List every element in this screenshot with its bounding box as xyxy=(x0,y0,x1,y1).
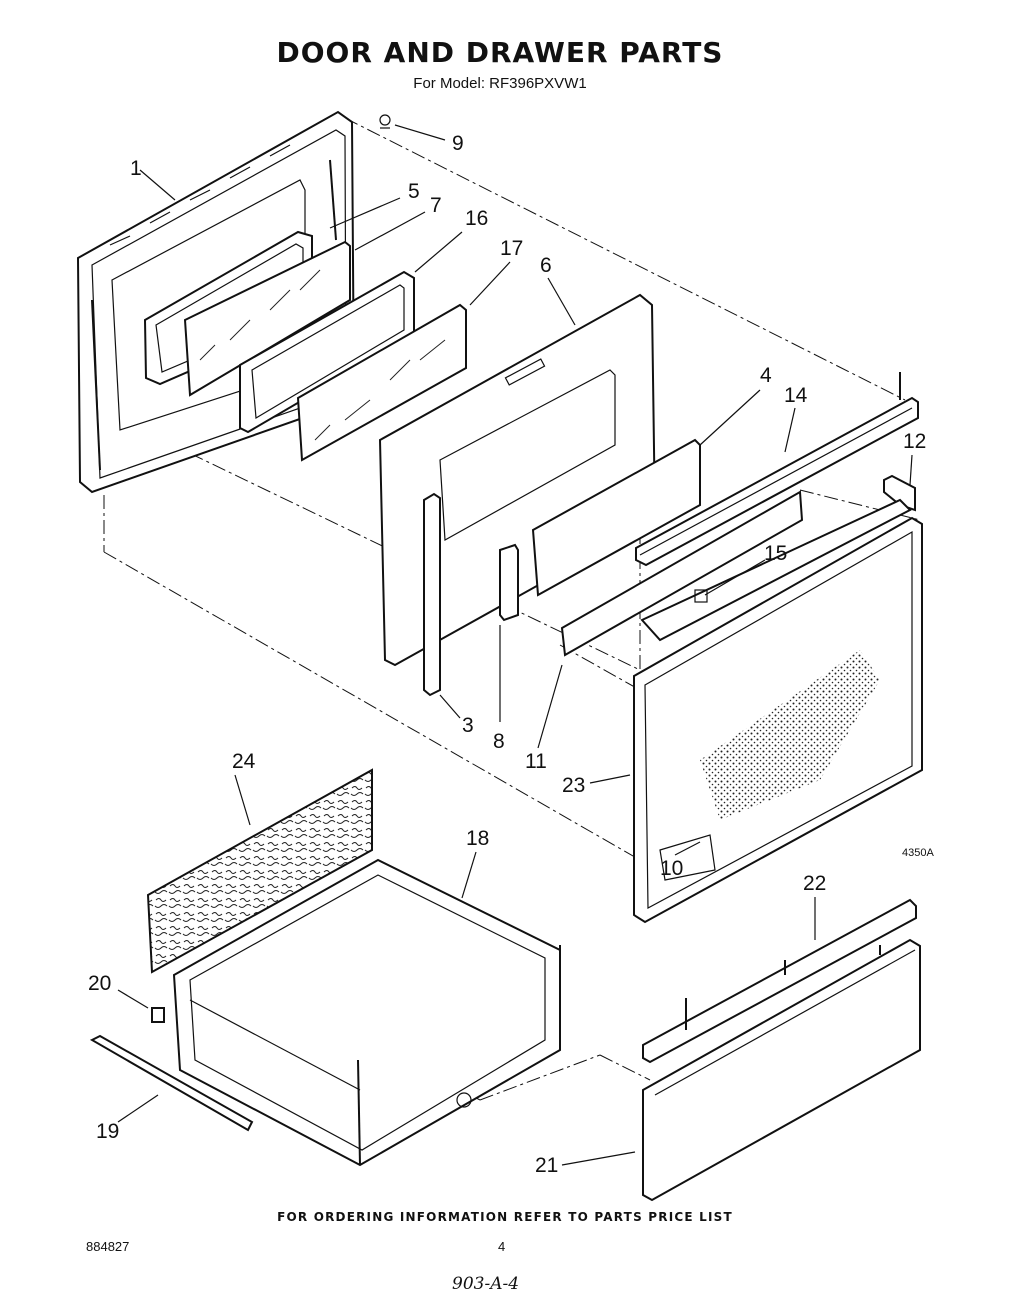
door-bracket xyxy=(499,543,519,622)
part-label-6: 6 xyxy=(540,254,552,277)
door-top-trim xyxy=(635,372,919,567)
door-handle xyxy=(640,498,912,642)
model-subtitle: For Model: RF396PXVW1 xyxy=(413,75,587,92)
part-label-5: 5 xyxy=(408,180,420,203)
part-label-9: 9 xyxy=(452,132,464,155)
part-label-15: 15 xyxy=(764,542,787,565)
drawer-front xyxy=(642,938,921,1202)
document-number: 884827 xyxy=(86,1239,130,1254)
part-label-19: 19 xyxy=(96,1120,119,1143)
part-label-8: 8 xyxy=(493,730,505,753)
handwritten-note: 903-A-4 xyxy=(452,1274,520,1294)
part-label-10: 10 xyxy=(660,857,683,880)
side-trim xyxy=(423,492,441,697)
insulation-panel xyxy=(146,768,373,974)
part-label-22: 22 xyxy=(803,872,826,895)
part-label-1: 1 xyxy=(130,157,142,180)
glass-panel-17 xyxy=(296,303,467,462)
part-label-14: 14 xyxy=(784,384,808,407)
screw-part xyxy=(379,114,391,129)
diagram-ref-code: 4350A xyxy=(902,847,934,859)
leader-arrows xyxy=(117,124,913,1166)
page-number: 4 xyxy=(498,1239,506,1254)
part-label-3: 3 xyxy=(462,714,474,737)
drawer-rail xyxy=(89,1034,254,1132)
part-label-4: 4 xyxy=(760,364,772,387)
window-glass xyxy=(183,240,351,397)
part-label-11: 11 xyxy=(525,750,547,773)
part-label-17: 17 xyxy=(500,237,523,260)
part-label-20: 20 xyxy=(88,972,111,995)
part-label-12: 12 xyxy=(903,430,926,453)
drawer-clip xyxy=(151,1007,165,1023)
trim-strip xyxy=(560,490,804,657)
handle-end-cap xyxy=(883,474,916,512)
part-label-18: 18 xyxy=(466,827,489,850)
part-label-7: 7 xyxy=(430,194,442,217)
part-label-21: 21 xyxy=(535,1154,558,1177)
vent-panel xyxy=(531,438,701,597)
part-label-23: 23 xyxy=(562,774,585,797)
part-label-24: 24 xyxy=(232,750,256,773)
drawer-trim xyxy=(642,898,917,1064)
drawer-body xyxy=(172,858,561,1167)
ordering-note: FOR ORDERING INFORMATION REFER TO PARTS … xyxy=(277,1210,733,1224)
page-title: DOOR AND DRAWER PARTS xyxy=(276,36,724,69)
outer-door xyxy=(633,516,923,924)
part-label-16: 16 xyxy=(465,207,488,230)
